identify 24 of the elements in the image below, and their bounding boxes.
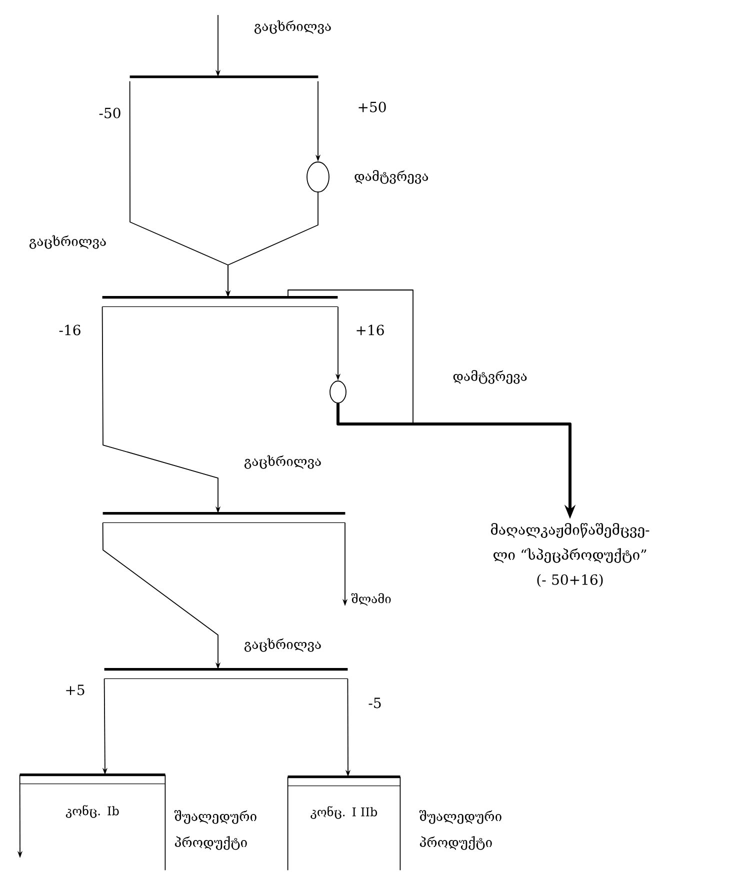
screen-bar <box>102 512 346 524</box>
screen-bar <box>102 296 338 308</box>
process-label: დამტვრევა <box>453 370 527 384</box>
crusher-circle <box>330 380 346 404</box>
concentrate-box: კონც. I IIb <box>287 776 401 871</box>
process-label: შუალედური პროდუქტი <box>174 810 256 850</box>
process-label: შუალედური პროდუქტი <box>419 810 502 850</box>
edge-label: -50 <box>99 108 120 118</box>
edge-label: +50 <box>358 102 386 112</box>
concentrate-box: კონც. Ib <box>19 774 166 871</box>
screen-bar <box>104 668 348 680</box>
product-label: მაღალკაჟმიწაშემცვე- ლი “სპეცპროდუქტი” (- 50+16) <box>490 523 650 587</box>
edge-label: +16 <box>356 324 384 336</box>
crusher-circle <box>306 162 330 192</box>
edge-label: -5 <box>368 698 381 708</box>
screen-bar <box>130 76 318 78</box>
product-label: შლამი <box>351 593 391 606</box>
process-label: გაცხრილვა <box>244 638 321 652</box>
edge-label: +5 <box>66 684 84 696</box>
process-label: გაცხრილვა <box>30 235 106 249</box>
process-label: დამტვრევა <box>354 170 428 184</box>
process-label: გაცხრილვა <box>254 20 331 34</box>
process-label: გაცხრილვა <box>244 455 321 469</box>
edge-label: -16 <box>59 324 80 336</box>
